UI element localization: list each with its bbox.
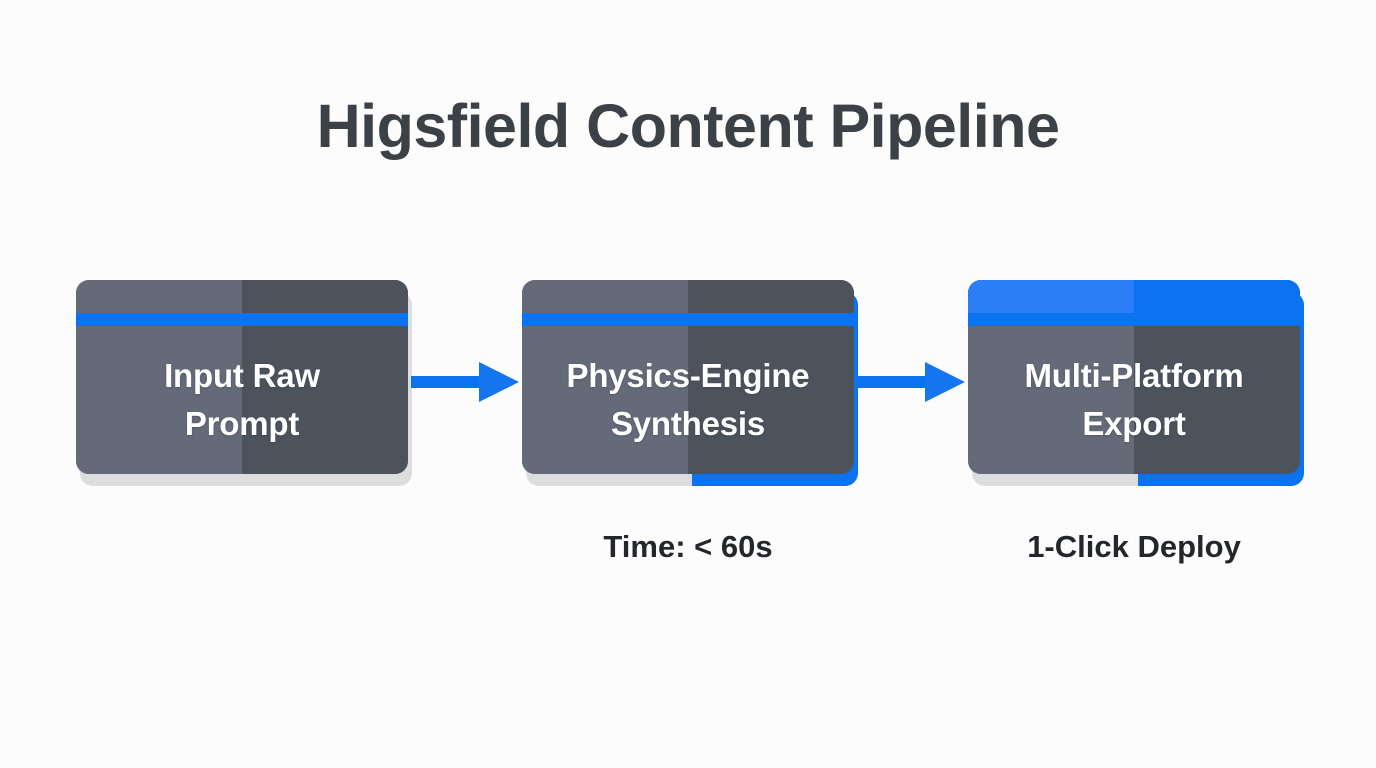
connector-arrow-1 [411, 362, 519, 402]
pipeline-stage-physics-engine-synthesis[interactable]: Physics-Engine Synthesis [522, 280, 858, 486]
stage-top-band-left [968, 280, 1134, 313]
stage-label: Multi-Platform Export [968, 326, 1300, 474]
stage-accent-bar [522, 313, 854, 326]
stage-fill-right [688, 280, 854, 474]
stage-label-line-2: Synthesis [610, 405, 766, 442]
stage-label: Input Raw Prompt [76, 326, 408, 474]
stage-caption-multi-platform-export: 1-Click Deploy [1027, 529, 1241, 564]
stage-label-line-1: Physics-Engine [566, 357, 810, 394]
stage-card: Input Raw Prompt [76, 280, 408, 474]
page-title: Higsfield Content Pipeline [316, 92, 1060, 160]
stage-label-line-1: Multi-Platform [1024, 357, 1244, 394]
stage-label-line-1: Input Raw [164, 357, 320, 394]
stage-fill-right [242, 280, 408, 474]
arrow-right-icon [411, 362, 519, 402]
stage-card: Physics-Engine Synthesis [522, 280, 854, 474]
pipeline-stage-multi-platform-export[interactable]: Multi-Platform Export [968, 280, 1304, 486]
stage-label: Physics-Engine Synthesis [522, 326, 854, 474]
stage-accent-bar [76, 313, 408, 326]
stage-top-band-right [1134, 280, 1300, 313]
stage-caption-physics-engine-synthesis: Time: < 60s [603, 529, 773, 564]
stage-label-line-2: Prompt [184, 405, 300, 442]
stage-label-line-2: Export [1082, 405, 1186, 442]
stage-accent-bar [968, 313, 1300, 326]
arrow-right-icon [857, 362, 965, 402]
stage-fill-left [76, 280, 242, 474]
stage-top-band [968, 280, 1300, 313]
stage-card: Multi-Platform Export [968, 280, 1300, 474]
connector-arrow-2 [857, 362, 965, 402]
pipeline-stage-input-raw-prompt[interactable]: Input Raw Prompt [76, 280, 412, 486]
stage-fill-left [522, 280, 688, 474]
